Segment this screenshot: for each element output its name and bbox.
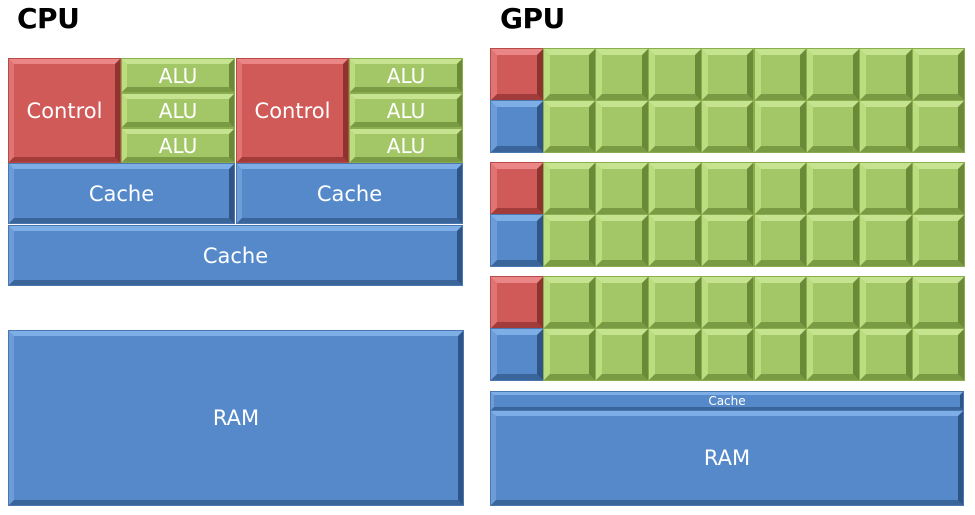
gpu-alu-cell (807, 163, 859, 214)
cpu-ram: RAM (9, 331, 463, 505)
gpu-alu-cell (807, 215, 859, 266)
gpu-alu-cell (701, 101, 754, 152)
gpu-alu-cell (859, 101, 912, 152)
gpu-alu-cell (754, 49, 807, 100)
gpu-group-1-control (491, 49, 543, 100)
gpu-group-2-control (491, 163, 543, 214)
gpu-alu-cell (596, 101, 649, 152)
gpu-alu-cell (649, 329, 701, 380)
gpu-cache: Cache (491, 392, 963, 410)
gpu-alu-cell (754, 329, 807, 380)
gpu-alu-cell (649, 49, 701, 100)
gpu-alu-cell (543, 49, 596, 100)
gpu-group-3-control (491, 277, 543, 328)
gpu-alu-cell (649, 215, 701, 266)
cpu-core-1-alu-2: ALU (122, 94, 234, 127)
gpu-alu-cell (859, 163, 912, 214)
gpu-alu-cell (912, 49, 965, 100)
gpu-title: GPU (500, 2, 565, 35)
gpu-alu-cell (701, 329, 754, 380)
gpu-alu-cell (754, 163, 807, 214)
gpu-alu-cell (596, 215, 649, 266)
gpu-alu-cell (807, 49, 859, 100)
gpu-alu-cell (912, 101, 965, 152)
gpu-alu-cell (912, 277, 965, 328)
gpu-alu-cell (754, 215, 807, 266)
cpu-core-2-control: Control (237, 59, 348, 162)
gpu-alu-cell (859, 215, 912, 266)
gpu-group-3-cache (491, 329, 543, 380)
cpu-core-2-alu-3: ALU (350, 129, 462, 162)
cpu-core-1-alu-1: ALU (122, 59, 234, 92)
cpu-core-1-cache: Cache (9, 164, 234, 223)
gpu-alu-cell (701, 215, 754, 266)
cpu-core-1-control: Control (9, 59, 120, 162)
gpu-alu-cell (754, 277, 807, 328)
gpu-alu-cell (543, 277, 596, 328)
cpu-title: CPU (17, 2, 80, 35)
cpu-core-2-alu-2: ALU (350, 94, 462, 127)
gpu-alu-cell (754, 101, 807, 152)
gpu-group-2-cache (491, 215, 543, 266)
gpu-alu-cell (543, 215, 596, 266)
gpu-alu-cell (701, 163, 754, 214)
cpu-core-1-alu-3: ALU (122, 129, 234, 162)
cpu-core-2-alu-1: ALU (350, 59, 462, 92)
gpu-alu-cell (701, 277, 754, 328)
gpu-alu-cell (543, 329, 596, 380)
gpu-ram: RAM (491, 411, 963, 505)
gpu-alu-cell (649, 163, 701, 214)
gpu-alu-cell (912, 163, 965, 214)
gpu-alu-cell (859, 329, 912, 380)
gpu-group-1-cache (491, 101, 543, 152)
cpu-core-2-cache: Cache (237, 164, 462, 223)
gpu-alu-cell (807, 101, 859, 152)
gpu-alu-cell (596, 277, 649, 328)
gpu-alu-cell (807, 329, 859, 380)
gpu-alu-cell (912, 215, 965, 266)
gpu-alu-cell (807, 277, 859, 328)
gpu-alu-cell (543, 163, 596, 214)
gpu-alu-cell (596, 49, 649, 100)
gpu-alu-cell (649, 277, 701, 328)
gpu-alu-cell (543, 101, 596, 152)
gpu-alu-cell (596, 163, 649, 214)
gpu-alu-cell (912, 329, 965, 380)
gpu-alu-cell (859, 277, 912, 328)
gpu-alu-cell (701, 49, 754, 100)
gpu-alu-cell (596, 329, 649, 380)
cpu-shared-cache: Cache (9, 226, 462, 285)
gpu-alu-cell (859, 49, 912, 100)
gpu-alu-cell (649, 101, 701, 152)
